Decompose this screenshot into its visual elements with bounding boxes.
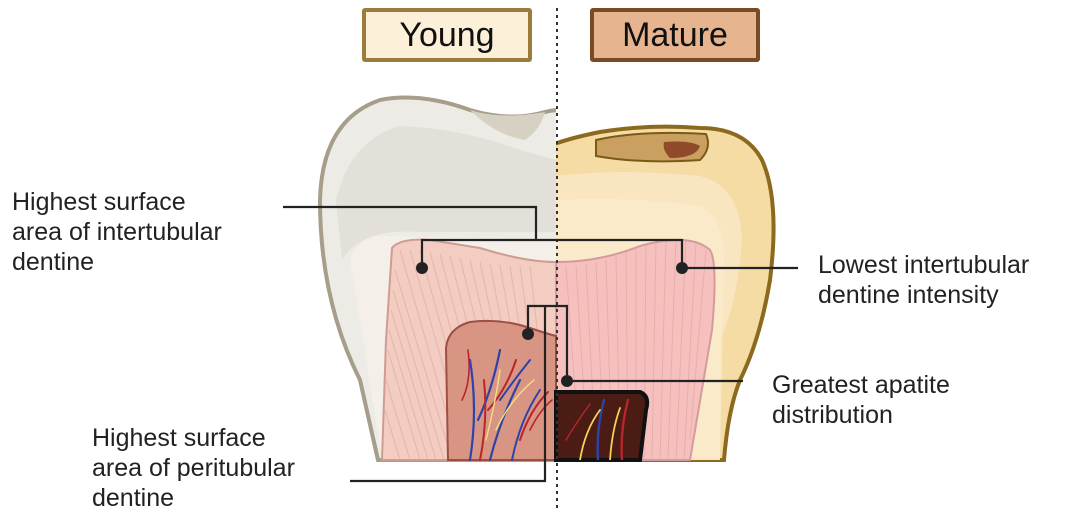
young-badge: Young — [362, 8, 532, 62]
dot-mature-dentine — [676, 262, 688, 274]
mature-badge: Mature — [590, 8, 760, 62]
pulp-mature — [556, 392, 647, 460]
dot-peritubular — [522, 328, 534, 340]
dot-young-dentine — [416, 262, 428, 274]
label-intertubular-surface: Highest surface area of intertubular den… — [12, 187, 222, 277]
label-apatite: Greatest apatite distribution — [772, 370, 950, 430]
pulp-young — [446, 321, 556, 460]
dot-apatite — [561, 375, 573, 387]
label-intertubular-intensity: Lowest intertubular dentine intensity — [818, 250, 1029, 310]
label-peritubular-surface: Highest surface area of peritubular dent… — [92, 423, 295, 513]
